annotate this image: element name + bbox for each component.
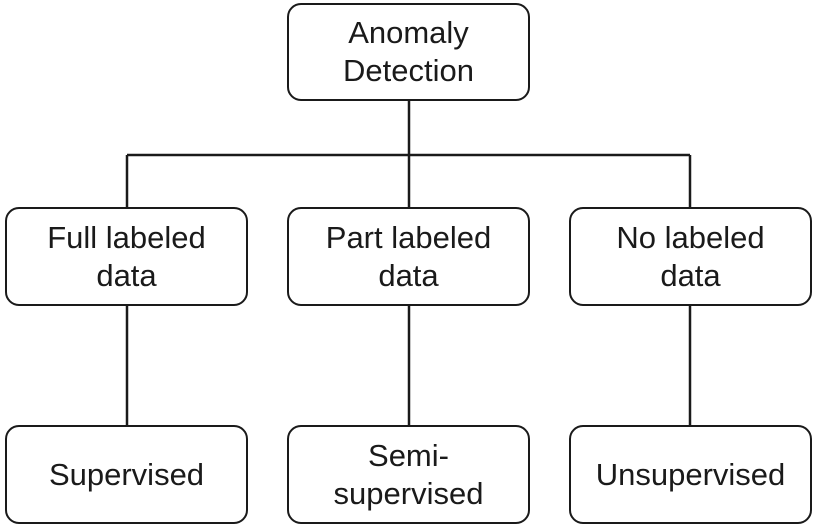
root-node-anomaly-detection: Anomaly Detection bbox=[287, 3, 530, 101]
supervised-line1: Supervised bbox=[48, 456, 205, 492]
node-part-labeled-data: Part labeled data bbox=[287, 207, 530, 306]
no-labeled-line1: No labeled bbox=[616, 219, 765, 255]
node-no-labeled-data: No labeled data bbox=[569, 207, 812, 306]
part-labeled-line2: data bbox=[378, 257, 439, 293]
node-semi-supervised: Semi- supervised bbox=[287, 425, 530, 524]
part-labeled-line1: Part labeled bbox=[325, 219, 492, 255]
no-labeled-line2: data bbox=[660, 257, 721, 293]
root-node-line2: Detection bbox=[343, 53, 474, 88]
semi-supervised-line1: Semi- bbox=[368, 437, 449, 473]
root-node-line1: Anomaly bbox=[348, 15, 469, 50]
full-labeled-line1: Full labeled bbox=[47, 219, 206, 255]
node-supervised: Supervised bbox=[5, 425, 248, 524]
node-full-labeled-data: Full labeled data bbox=[5, 207, 248, 306]
unsupervised-line1: Unsupervised bbox=[595, 456, 786, 492]
semi-supervised-line2: supervised bbox=[333, 475, 484, 511]
node-unsupervised: Unsupervised bbox=[569, 425, 812, 524]
full-labeled-line2: data bbox=[96, 257, 157, 293]
